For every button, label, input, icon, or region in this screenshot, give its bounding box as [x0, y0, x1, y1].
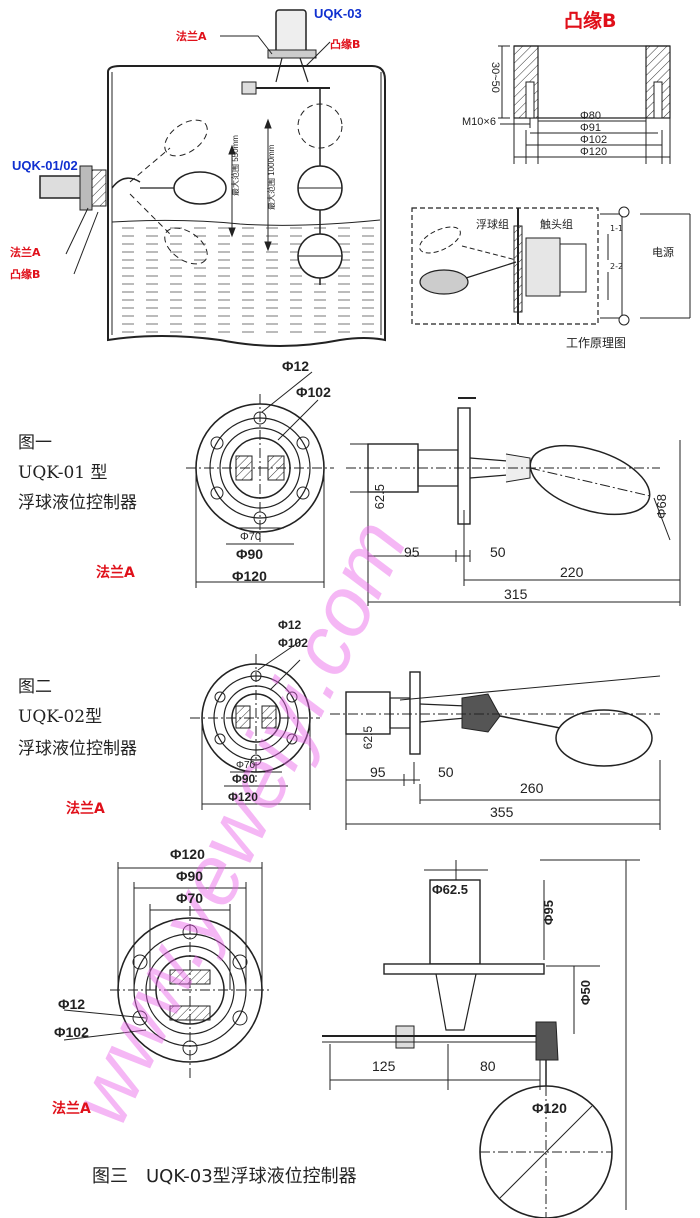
- fig3-d62-5: Φ62.5: [432, 882, 468, 897]
- fig2-name: 浮球液位控制器: [18, 739, 137, 759]
- label-flange-a-top: 法兰A: [176, 30, 207, 43]
- fig2-d120: Φ120: [228, 790, 258, 804]
- fig1-d12: Φ12: [282, 358, 310, 374]
- fig2-l95: 95: [370, 764, 386, 780]
- fig2-d12: Φ12: [278, 618, 302, 632]
- range-label-1: 最大范围 550mm: [230, 135, 240, 196]
- fig2-model: UQK-02型: [18, 707, 103, 727]
- fig2-flange: 法兰A: [66, 801, 105, 817]
- principle-switch-2: 2-2: [610, 262, 624, 271]
- fig2-drawing: [190, 639, 661, 830]
- boss-title: 凸缘B: [564, 10, 617, 32]
- fig3-d12: Φ12: [58, 996, 86, 1012]
- fig1-d90: Φ90: [236, 546, 264, 562]
- fig1-d70: Φ70: [240, 531, 262, 543]
- label-boss-b-side: 凸缘B: [10, 268, 41, 281]
- fig2-d90: Φ90: [232, 772, 256, 786]
- fig1-l50: 50: [490, 544, 506, 560]
- boss-d91: Φ91: [580, 122, 602, 134]
- fig3-d95: Φ95: [541, 900, 556, 926]
- fig3-ball: Φ120: [532, 1100, 567, 1116]
- fig2-h62-5: 62.5: [361, 726, 375, 750]
- boss-d120: Φ120: [580, 146, 608, 158]
- fig1-flange: 法兰A: [96, 565, 135, 581]
- fig3-drawing: [63, 859, 640, 1218]
- fig1-d68: Φ68: [654, 494, 669, 519]
- fig1-h62-5: 62.5: [372, 484, 387, 510]
- principle-caption: 工作原理图: [566, 336, 627, 350]
- boss-drawing: [498, 45, 671, 164]
- fig1-l95: 95: [404, 544, 420, 560]
- principle-contact-group: 触头组: [540, 218, 573, 231]
- principle-switch-1: 1-1: [610, 224, 624, 233]
- fig3-d102: Φ102: [54, 1024, 89, 1040]
- fig3-d120: Φ120: [170, 846, 205, 862]
- fig1-l315: 315: [504, 586, 528, 602]
- label-uqk-03: UQK-03: [314, 6, 362, 21]
- label-boss-b-top: 凸缘B: [330, 38, 361, 51]
- fig3-l80: 80: [480, 1058, 496, 1074]
- fig3-caption: 图三 UQK-03型浮球液位控制器: [92, 1166, 357, 1187]
- boss-d80: Φ80: [580, 110, 602, 122]
- fig1-l220: 220: [560, 564, 584, 580]
- fig2-d102: Φ102: [278, 636, 308, 650]
- fig3-d70: Φ70: [176, 890, 204, 906]
- tank-leaders: [65, 35, 331, 275]
- fig1-drawing: [186, 371, 681, 606]
- fig3-flange: 法兰A: [52, 1101, 91, 1117]
- tank-drawing: [39, 9, 386, 347]
- fig3-d50: Φ50: [578, 980, 593, 1006]
- label-uqk-0102: UQK-01/02: [12, 158, 78, 173]
- boss-height: 30~50: [489, 62, 501, 93]
- fig2-d70: Φ70: [236, 760, 256, 771]
- fig1-name: 浮球液位控制器: [18, 493, 137, 513]
- fig3-l125: 125: [372, 1058, 396, 1074]
- fig1-d120: Φ120: [232, 568, 267, 584]
- principle-drawing: [411, 206, 691, 326]
- fig3-d90: Φ90: [176, 868, 204, 884]
- fig1-title: 图一: [18, 433, 52, 453]
- fig1-d102: Φ102: [296, 384, 331, 400]
- boss-bolt: M10×6: [462, 116, 496, 128]
- fig2-l50: 50: [438, 764, 454, 780]
- boss-d102: Φ102: [580, 134, 608, 146]
- fig2-l355: 355: [490, 804, 514, 820]
- range-label-2: 最大范围 1000mm: [266, 144, 276, 210]
- principle-power: 电源: [652, 246, 674, 259]
- fig2-title: 图二: [18, 677, 52, 697]
- fig1-model: UQK-01 型: [18, 463, 108, 483]
- label-flange-a-side: 法兰A: [10, 246, 41, 259]
- principle-float-group: 浮球组: [476, 218, 509, 231]
- fig2-l260: 260: [520, 780, 544, 796]
